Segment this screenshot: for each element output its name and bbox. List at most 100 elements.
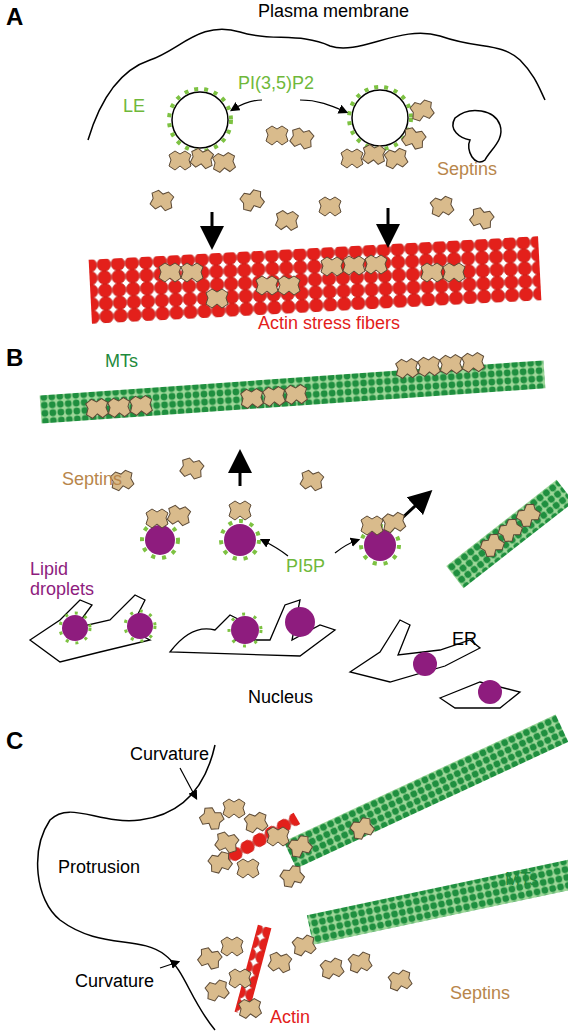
down-arrow <box>211 212 214 244</box>
actin-stress-fibers <box>89 236 542 323</box>
microtubule <box>446 480 568 588</box>
membrane-fold <box>453 111 501 162</box>
pointer-arrow <box>180 768 196 798</box>
label: Septins <box>450 984 510 1004</box>
septin <box>85 398 108 418</box>
lipid-droplet <box>413 652 437 676</box>
microtubule <box>284 715 568 869</box>
label: Curvature <box>130 745 209 765</box>
pip-dots <box>125 611 155 641</box>
label: Lipid droplets <box>30 560 108 600</box>
curved-arrow <box>262 540 288 556</box>
label: Protrusion <box>58 858 140 878</box>
septin <box>443 263 465 282</box>
pip-dots <box>142 522 178 558</box>
septin <box>214 830 240 854</box>
label: B <box>6 345 23 371</box>
septin <box>421 263 443 282</box>
septin <box>430 195 455 218</box>
down-arrow <box>387 208 390 242</box>
lipid-droplet <box>285 607 315 637</box>
pip-dots <box>169 89 231 151</box>
septin <box>223 799 245 818</box>
label: Plasma membrane <box>258 2 409 22</box>
septin <box>319 197 341 216</box>
septin <box>343 256 365 275</box>
label: ER <box>452 630 477 650</box>
lipid-droplet-group <box>60 521 502 704</box>
pointer-arrow <box>160 962 178 968</box>
septin <box>347 951 372 974</box>
septin <box>267 827 289 846</box>
pip-dots <box>60 613 90 643</box>
er-membrane <box>350 620 480 682</box>
septin <box>190 148 214 170</box>
septin <box>256 276 278 295</box>
septin-group <box>196 799 413 1019</box>
septin <box>409 98 435 122</box>
septin <box>382 512 406 534</box>
up-arrow <box>239 455 242 486</box>
label: Curvature <box>75 972 154 992</box>
septin <box>229 501 251 520</box>
septin <box>207 850 234 875</box>
label: LE <box>123 97 145 117</box>
label: MTs <box>505 870 538 890</box>
septin <box>238 998 262 1019</box>
lipid-droplet <box>224 524 256 556</box>
septin <box>461 352 484 372</box>
septin <box>237 859 259 878</box>
septin <box>468 206 495 231</box>
septin <box>244 811 269 834</box>
septin <box>319 957 344 980</box>
septin <box>196 946 223 971</box>
septin <box>348 815 376 842</box>
septin <box>129 395 152 415</box>
septin <box>284 384 307 404</box>
septin <box>197 805 226 832</box>
er-membrane <box>170 600 335 656</box>
septin <box>229 969 251 988</box>
septin <box>204 978 230 1002</box>
septin-group <box>149 98 495 308</box>
label: Septins <box>62 470 122 490</box>
septin <box>169 151 191 170</box>
septin <box>179 456 205 480</box>
septin <box>365 255 387 274</box>
lipid-droplet <box>145 525 175 555</box>
label: Nucleus <box>248 688 313 708</box>
septin <box>262 386 285 406</box>
septin <box>514 501 543 530</box>
septin <box>400 126 427 151</box>
pip-dots <box>221 521 259 559</box>
septin <box>239 188 266 213</box>
septin <box>221 937 243 956</box>
septin <box>341 149 363 168</box>
septin <box>361 516 383 535</box>
label: MTs <box>105 352 138 372</box>
septin <box>387 969 412 992</box>
septin <box>212 152 236 173</box>
septin <box>278 863 306 890</box>
septin <box>291 934 316 957</box>
septin <box>286 833 314 860</box>
septin <box>240 388 263 408</box>
septin <box>299 469 324 492</box>
microtubule <box>307 857 568 945</box>
late-endosome <box>172 92 228 148</box>
label: A <box>6 4 23 30</box>
curved-arrow <box>300 100 346 112</box>
septin <box>167 505 191 527</box>
lipid-droplet <box>478 680 502 704</box>
label: PI(3,5)P2 <box>238 74 314 94</box>
label: Actin <box>270 1008 310 1028</box>
curved-arrow <box>335 540 358 553</box>
protrusion-membrane <box>38 745 215 1030</box>
septin <box>289 126 315 150</box>
label: PI5P <box>286 557 325 577</box>
curved-arrow <box>232 100 262 110</box>
label: Actin stress fibers <box>258 314 400 334</box>
septin <box>267 951 292 974</box>
